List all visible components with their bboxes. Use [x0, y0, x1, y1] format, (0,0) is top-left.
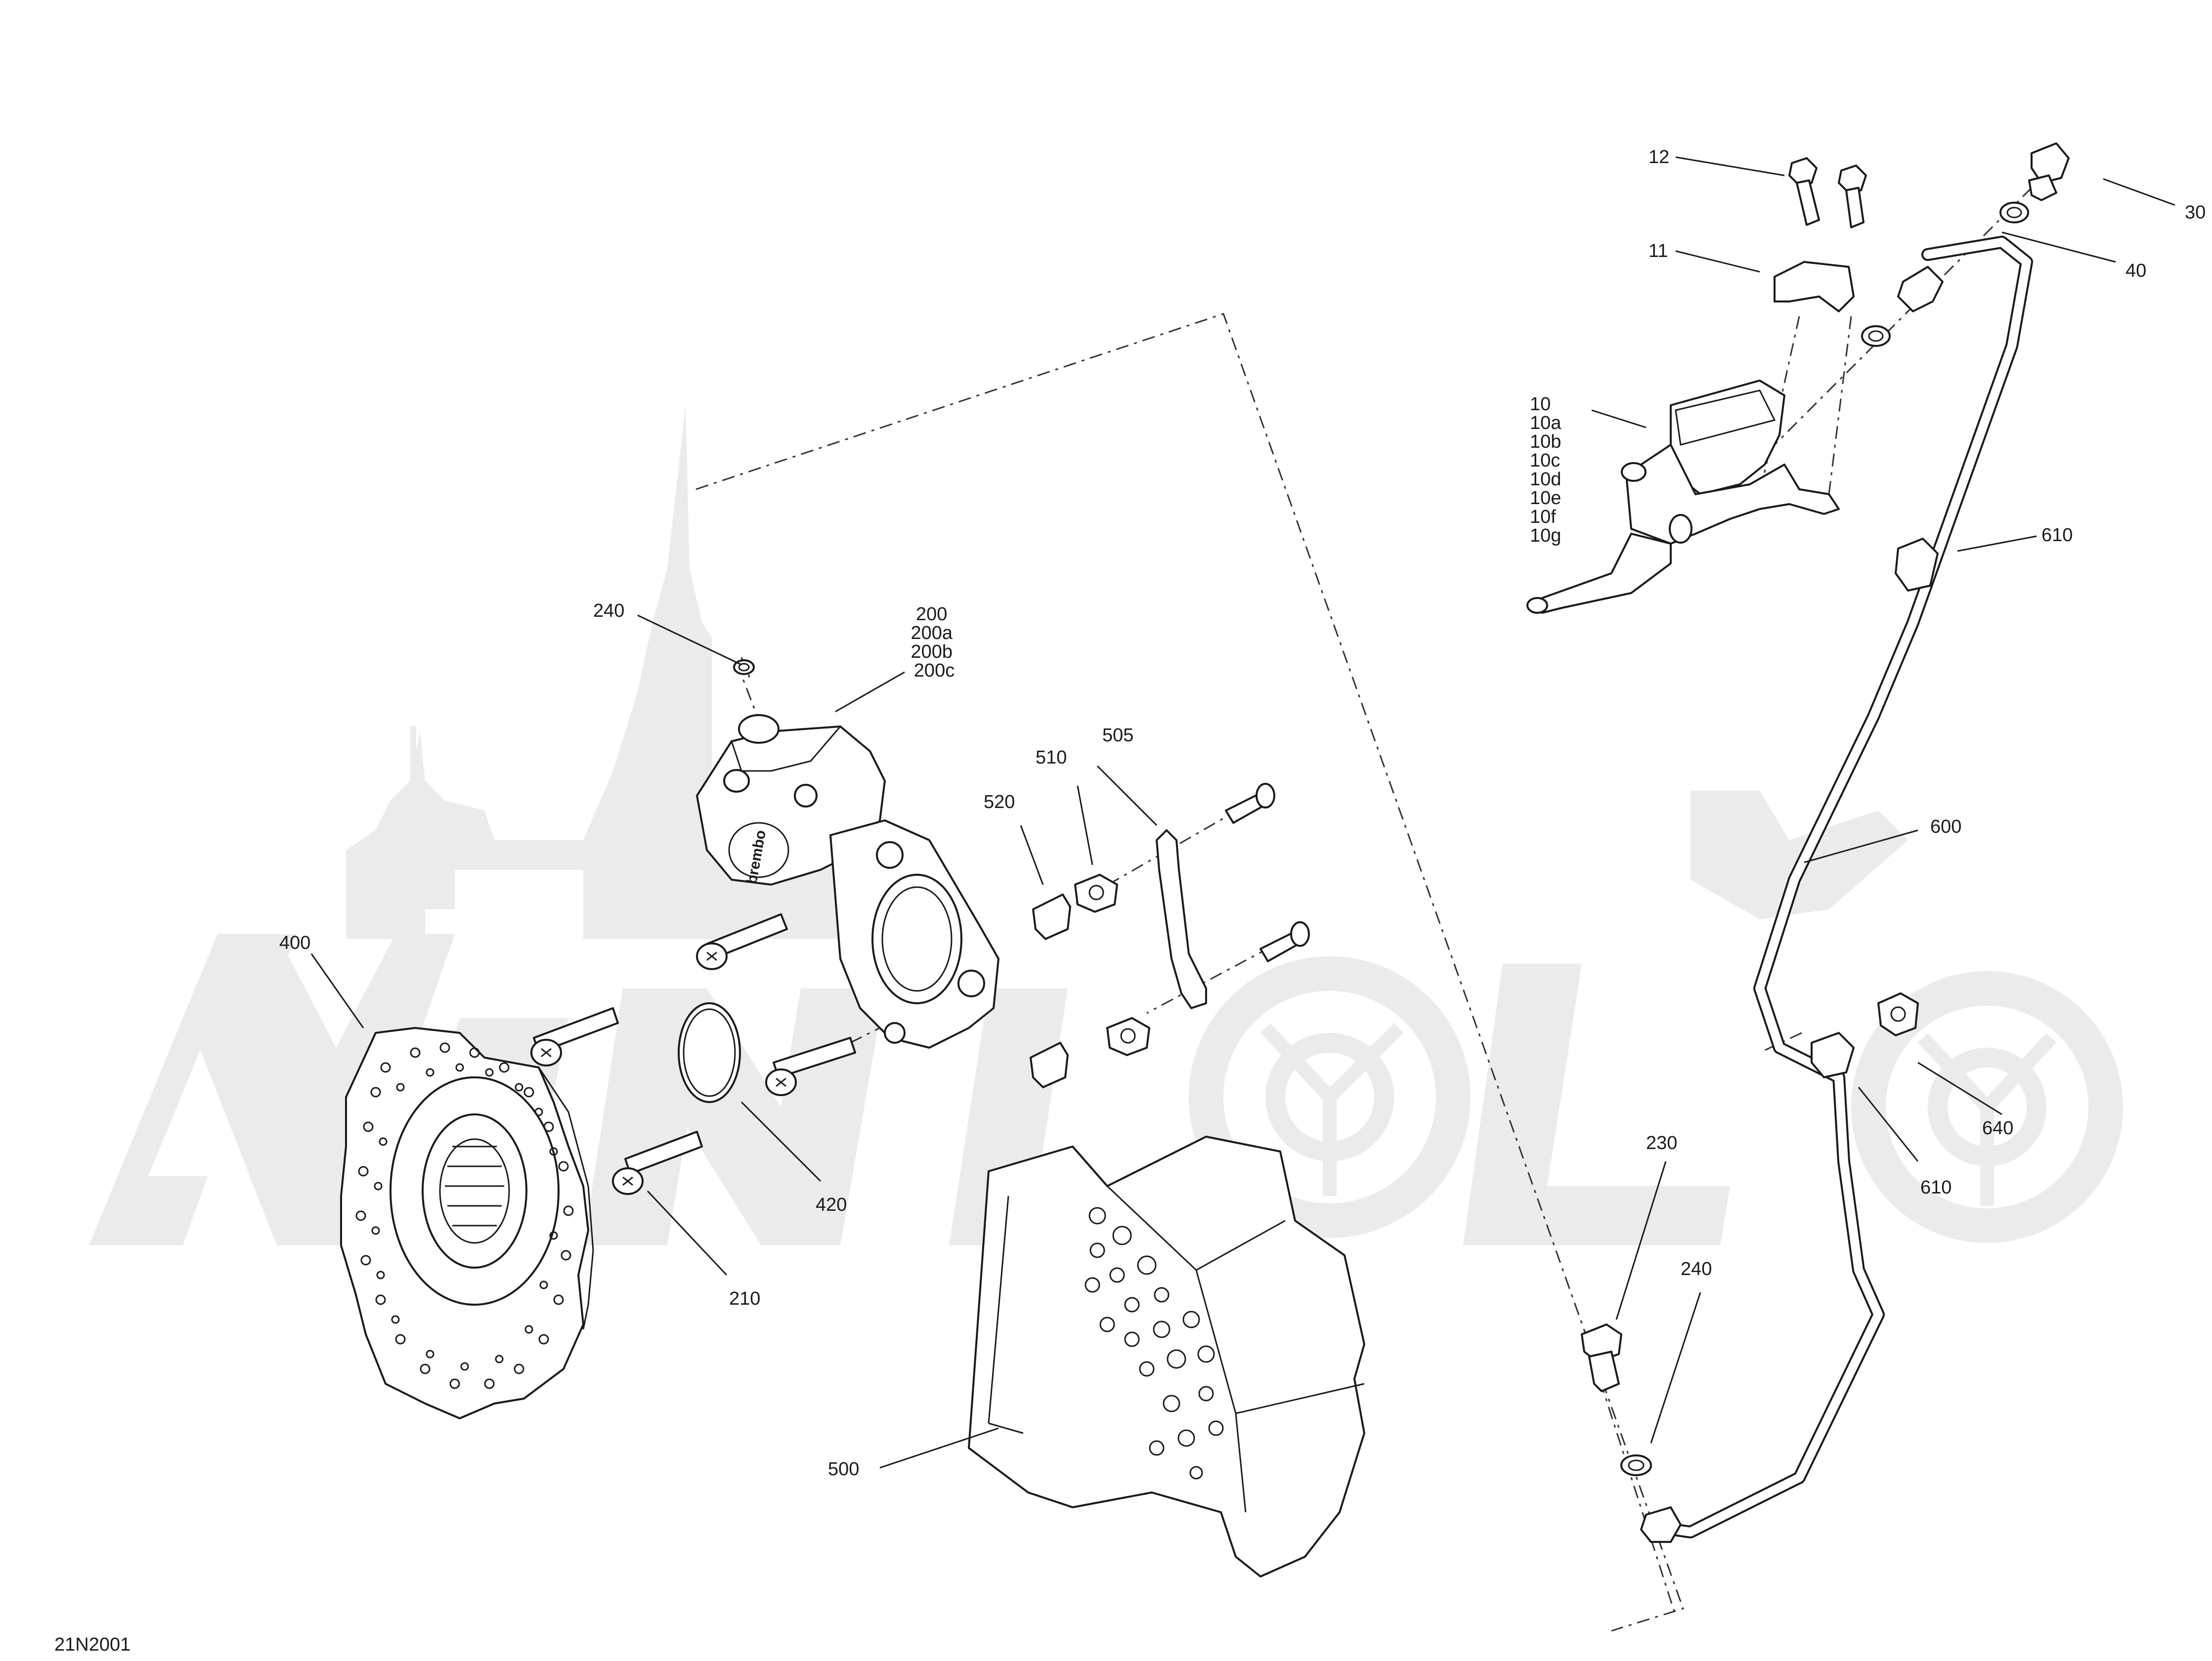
- skid-plate-holes: [1084, 1207, 1224, 1480]
- callout-230: 230: [1646, 1133, 1677, 1153]
- callout-200-group: 200 200a 200b 200c: [911, 604, 957, 681]
- callout-240-top: 240: [593, 600, 624, 621]
- callout-505: 505: [1102, 725, 1133, 746]
- disc-holes: [355, 1042, 574, 1389]
- banjo-and-washers: [733, 142, 2070, 1476]
- callout-200a: 200a: [911, 623, 953, 643]
- callout-210: 210: [729, 1288, 760, 1309]
- diagram-code: 21N2001: [54, 1634, 130, 1655]
- brake-line: [1640, 236, 2033, 1543]
- callout-10b: 10b: [1530, 431, 1561, 452]
- callout-520: 520: [984, 792, 1015, 812]
- callout-400: 400: [279, 933, 310, 953]
- callout-10f: 10f: [1530, 507, 1556, 527]
- callout-600: 600: [1930, 816, 1961, 837]
- callout-610-bottom: 610: [1920, 1177, 1952, 1198]
- callout-10a: 10a: [1530, 413, 1561, 433]
- callout-420: 420: [816, 1194, 847, 1215]
- callout-240-bottom: 240: [1681, 1259, 1712, 1279]
- leader-lines: [310, 156, 2175, 1469]
- callout-11: 11: [1648, 241, 1668, 261]
- callout-12: 12: [1648, 147, 1669, 168]
- o-ring: [678, 1002, 741, 1103]
- callout-10-group: 10 10a 10b 10c 10d 10e 10f 10g: [1530, 394, 1566, 546]
- callout-10d: 10d: [1530, 469, 1561, 490]
- clamp-and-screws: [1774, 157, 1867, 312]
- skid-plate: [968, 1136, 1365, 1577]
- line-clips: [1811, 538, 1939, 1078]
- brake-disc: [340, 1027, 594, 1419]
- callout-10: 10: [1530, 394, 1551, 415]
- brake-caliper: brembo: [696, 714, 999, 1049]
- callout-200: 200: [916, 604, 947, 625]
- caliper-bolt: [696, 913, 788, 970]
- callout-510: 510: [1036, 747, 1067, 768]
- callout-200b: 200b: [911, 641, 953, 662]
- callout-10c: 10c: [1530, 450, 1560, 471]
- disc-bolts: [530, 1007, 856, 1195]
- callout-640: 640: [1982, 1118, 2013, 1139]
- callout-500: 500: [828, 1459, 859, 1480]
- callout-200c: 200c: [914, 660, 954, 681]
- callout-610-top: 610: [2041, 525, 2073, 546]
- linkage-parts: [1030, 783, 1310, 1088]
- callout-40: 40: [2125, 260, 2146, 281]
- master-cylinder: [1526, 380, 1840, 614]
- callout-10e: 10e: [1530, 488, 1561, 509]
- callout-10g: 10g: [1530, 525, 1561, 546]
- callout-30: 30: [2185, 202, 2206, 223]
- callout-labels: 12 30 11 40 10 10a 10b 10c 10d 10e 10f 1…: [54, 147, 2206, 1655]
